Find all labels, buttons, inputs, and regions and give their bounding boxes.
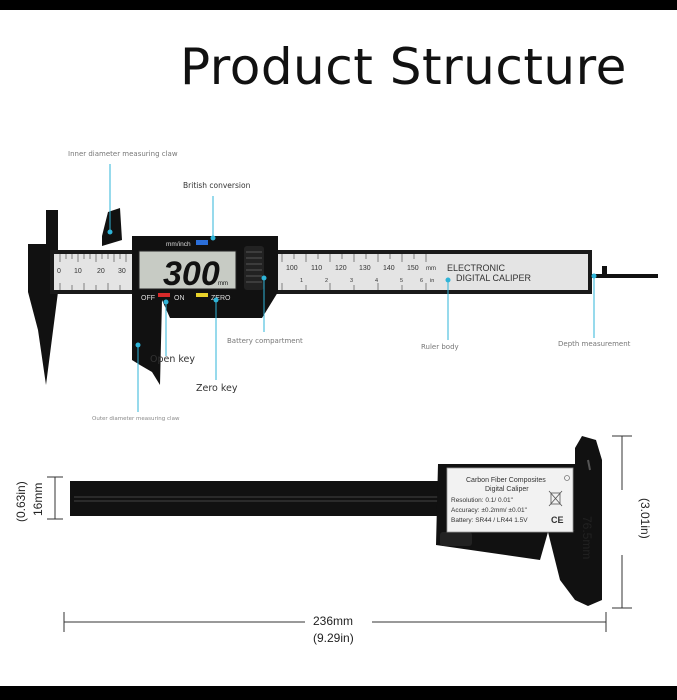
callout-inner-claw: Inner diameter measuring claw (68, 150, 178, 158)
scale-ticks-low (59, 254, 127, 290)
plate-line1: Carbon Fiber Composites (466, 477, 546, 484)
plate-resolution: Resolution: 0.1/ 0.01" (451, 497, 514, 504)
inner-claw-fixed (46, 210, 58, 244)
on-label: ON (174, 295, 185, 302)
callout-outer-claw: Outer diameter measuring claw (92, 416, 180, 422)
callout-open-key: Open key (150, 354, 196, 365)
inch-digit: 4 (375, 278, 378, 284)
inch-digit: 6 (420, 278, 423, 284)
callout-lines (109, 164, 595, 412)
page-title: Product Structure (180, 38, 627, 96)
inner-claw-moving (102, 208, 122, 246)
scale-num: 30 (118, 268, 126, 275)
callout-battery: Battery compartment (227, 337, 303, 345)
inch-digit: 5 (400, 278, 403, 284)
lcd-unit: mm (218, 281, 228, 287)
width-mm: 236mm (313, 614, 354, 628)
thick-mm: 16mm (31, 482, 45, 516)
plate-screw-icon (564, 475, 570, 481)
ce-mark: CE (551, 515, 564, 525)
depth-rod (590, 274, 658, 278)
scale-ticks-high (281, 254, 427, 290)
scale-num: 130 (359, 265, 371, 272)
dimension-lines (47, 435, 632, 632)
bottom-border (0, 686, 677, 700)
scale-num: 110 (311, 265, 322, 272)
scale-num: 100 (286, 265, 298, 272)
scale-num: 140 (383, 265, 395, 272)
scale-numbers: 0 10 20 30 100 110 120 130 140 150 mm 1 … (57, 263, 532, 284)
scale-num: 10 (74, 268, 82, 275)
callout-british-conversion: British conversion (183, 181, 251, 190)
thick-in: (0.63in) (14, 481, 28, 522)
plate-line2: Digital Caliper (485, 486, 529, 493)
lcd-reading: 300 (163, 255, 220, 293)
mm-inch-label: mm/inch (166, 241, 191, 248)
plate-accuracy: Accuracy: ±0.2mm/ ±0.01" (451, 507, 528, 514)
zero-label: ZERO (211, 295, 231, 302)
callout-depth: Depth measurement (558, 340, 631, 348)
top-border (0, 0, 677, 10)
thumb-wheel (244, 246, 264, 290)
scale-num: 0 (57, 268, 61, 275)
back-wheel (440, 532, 472, 546)
scale-unit-in: in (430, 278, 434, 284)
zero-button[interactable] (196, 293, 208, 297)
recycle-bin-icon (548, 490, 563, 507)
brand-line1: ELECTRONIC (447, 263, 506, 273)
back-jaw (548, 436, 602, 606)
scale-num: 120 (335, 265, 347, 272)
inch-digit: 3 (350, 278, 353, 284)
off-label: OFF (141, 295, 155, 302)
mm-inch-button[interactable] (196, 240, 208, 245)
callout-dots (107, 229, 597, 348)
scale-num: 20 (97, 268, 105, 275)
width-in: (9.29in) (313, 631, 354, 645)
height-in: (3.01in) (638, 498, 652, 539)
inch-digit: 2 (325, 278, 328, 284)
label-plate (446, 467, 574, 533)
inch-digit: 1 (300, 278, 303, 284)
plate-battery: Battery: SR44 / LR44 1.5V (451, 517, 528, 524)
scale-unit-mm: mm (426, 266, 436, 272)
scale-num: 150 (407, 265, 419, 272)
lcd-screen (138, 250, 237, 290)
brand-line2: DIGITAL CALIPER (456, 273, 532, 283)
back-beam (70, 481, 442, 516)
callout-zero-key: Zero key (196, 383, 238, 394)
callout-ruler-body: Ruler body (421, 343, 459, 351)
off-on-button[interactable] (158, 293, 170, 297)
height-mm: 76.5mm (580, 516, 594, 560)
